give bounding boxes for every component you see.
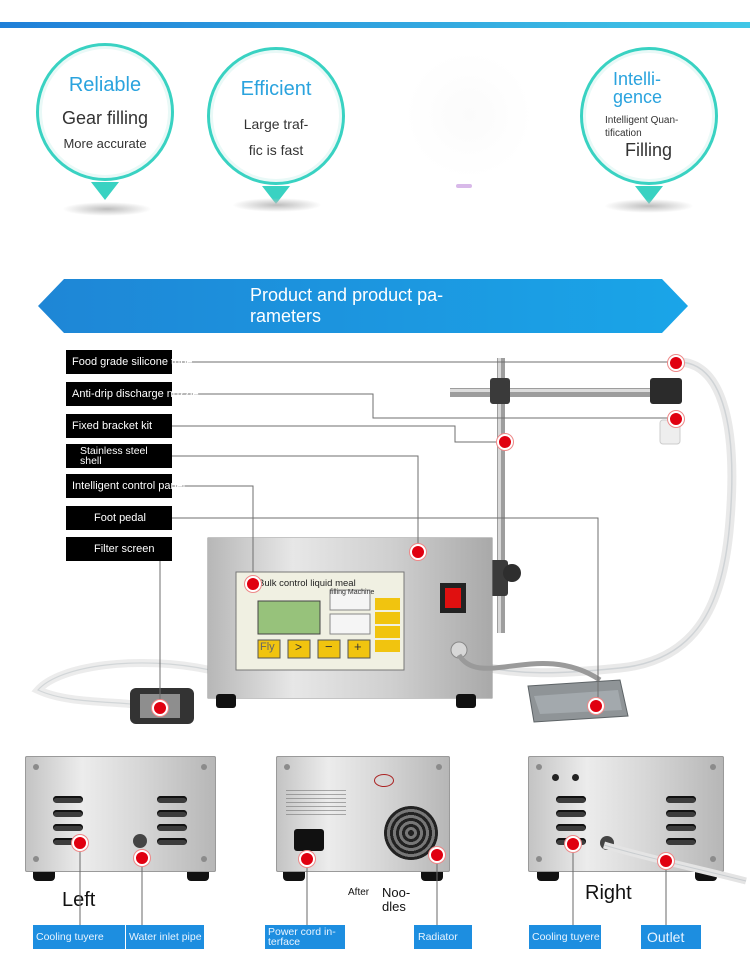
feature-title: Reliable [68,74,142,96]
btn-next[interactable]: > [295,640,303,654]
banner-line: rameters [250,306,322,326]
marker-dot [565,836,581,852]
label-stainless-shell: Stainless steel shell [66,444,172,468]
feature-badge-reliable: Reliable Gear filling More accurate [36,43,174,200]
feature-title: Efficient [240,78,312,100]
marker-dot [72,835,88,851]
feature-line: Large traf- [243,116,309,132]
label-silicone-tube: Food grade silicone tube [66,350,192,374]
feature-badge-efficient: Efficient Large traf- fic is fast [207,47,345,204]
marker-dot [245,576,261,592]
bottom-leaders [79,843,667,925]
tag-power-cord: Power cord in- terface [265,925,345,949]
marker-dot [658,853,674,869]
panel-subtitle: filling Machine [330,589,375,596]
marker-dot [299,851,315,867]
label-text: Fixed bracket kit [72,420,153,432]
marker-dot [152,700,168,716]
marker-dot [410,544,426,560]
badge-shadow [604,199,694,213]
feature-line: Gear filling [61,108,149,128]
top-gradient-bar [0,22,750,28]
view-label-after: After [348,887,370,898]
tag-text: Power cord in- [268,926,336,938]
feature-line: fic is fast [248,142,304,158]
outlet-tube [602,841,747,885]
product-diagram [31,357,737,724]
btn-minus[interactable]: − [325,639,333,654]
label-text: dles [382,899,406,914]
left-side-view [25,756,216,872]
feature-line: More accurate [63,136,147,151]
banner-line: Product and product pa- [250,285,444,305]
marker-dot [588,698,604,714]
marker-dot [668,355,684,371]
badge-pointer [91,182,119,200]
marker-dot [429,847,445,863]
faded-mark [456,184,472,188]
btn-plus[interactable]: + [354,639,362,654]
marker-dot [668,411,684,427]
btn-fly[interactable]: Fly [260,641,275,653]
label-filter-screen: Filter screen [66,537,172,561]
tag-cooling-tuyere-right: Cooling tuyere [529,925,601,949]
label-control-panel: Intelligent control panel [66,474,185,498]
label-text: Stainless steel [80,445,148,457]
label-foot-pedal: Foot pedal [66,506,172,530]
view-label-right: Right [585,882,632,904]
panel-title: Bulk control liquid meal [258,578,356,589]
faded-center-badge [404,50,534,180]
label-text: shell [80,455,102,467]
tag-outlet: Outlet [641,925,701,949]
tag-radiator: Radiator [414,925,472,949]
view-label-noodles: Noo- dles [382,886,410,914]
feature-line: Intelligent Quan- [605,115,679,126]
marker-dot [497,434,513,450]
marker-dot [134,850,150,866]
label-discharge-nozzle: Anti-drip discharge nozzle [66,382,199,406]
feature-line: Filling [625,140,673,160]
badge-shadow [62,202,152,216]
section-banner [38,279,688,333]
tag-text: terface [268,936,301,948]
feature-line: tification [605,128,642,139]
tag-water-inlet-pipe: Water inlet pipe [126,925,204,949]
feature-title: Intelli- [613,69,662,89]
feature-badge-intelligence: Intelli- gence Intelligent Quan- tificat… [580,47,718,204]
feature-title-2: gence [613,87,663,107]
label-bracket-kit: Fixed bracket kit [66,414,172,438]
badge-shadow [232,198,322,212]
view-label-left: Left [62,889,96,911]
banner-title: Product and product pa- rameters [250,285,510,327]
label-text: Noo- [382,885,411,900]
tag-cooling-tuyere-left: Cooling tuyere [33,925,125,949]
